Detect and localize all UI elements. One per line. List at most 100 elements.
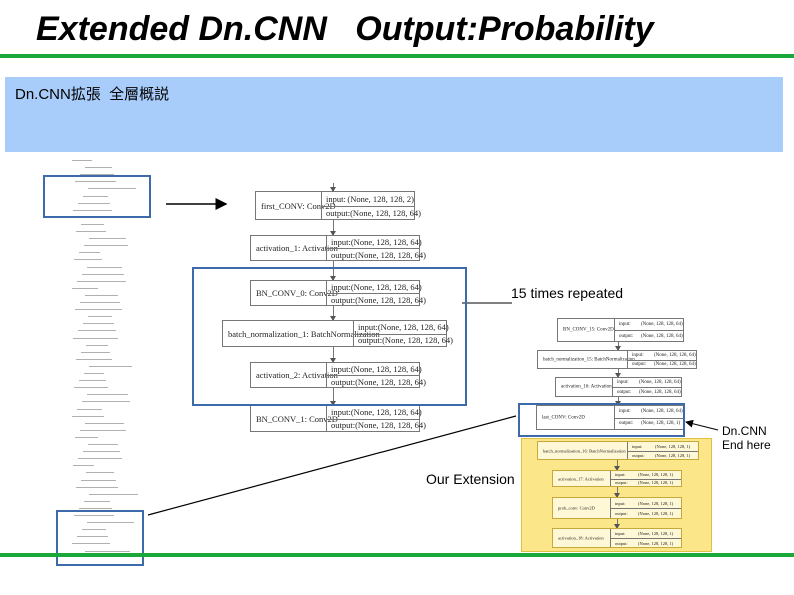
- thumbnail-layer-line: [79, 252, 100, 254]
- flow-arrow: [614, 487, 620, 498]
- thumbnail-layer-line: [78, 330, 116, 332]
- layer-name: prob_conv: Conv2D: [558, 505, 595, 511]
- thumbnail-layer-line: [83, 195, 108, 197]
- layer-node: prob_conv: Conv2D input: (None, 128, 128, …: [552, 497, 682, 519]
- thumbnail-layer-line: [89, 493, 138, 495]
- output-shape: (None, 128, 128, 64): [639, 389, 681, 395]
- thumbnail-layer-line: [84, 373, 104, 374]
- input-shape: (None, 128, 128, 64): [639, 380, 681, 385]
- output-label: output:: [326, 207, 351, 218]
- thumbnail-layer-line: [83, 323, 114, 325]
- layer-node: batch_normalization_16: BatchNormalizati…: [537, 441, 699, 460]
- thumbnail-layer-line: [73, 465, 94, 467]
- thumbnail-layer-line: [74, 387, 108, 389]
- thumbnail-layer-line: [72, 543, 110, 545]
- input-label: input:: [615, 472, 626, 478]
- input-shape: (None, 128, 128, 1): [655, 443, 691, 449]
- input-label: input:: [331, 407, 351, 418]
- output-shape: (None, 128, 128, 64): [350, 207, 421, 218]
- thumbnail-layer-line: [89, 365, 132, 367]
- input-label: input:: [331, 364, 351, 374]
- input-label: input:: [632, 352, 644, 358]
- flow-arrow: [330, 261, 336, 281]
- layer-node: batch_normalization_1: BatchNormalizatio…: [222, 320, 453, 347]
- input-shape: (None, 128, 128, 1): [638, 472, 674, 478]
- thumbnail-layer-line: [82, 273, 124, 275]
- input-label: input:: [358, 322, 378, 333]
- thumbnail-layer-line: [79, 507, 112, 509]
- input-label: input:: [331, 237, 351, 247]
- thumbnail-layer-line: [86, 344, 108, 346]
- layer-name: batch_normalization_1: BatchNormalizatio…: [228, 328, 380, 339]
- layer-name: BN_CONV_0: Conv2D: [256, 288, 338, 298]
- end-arrow: [685, 419, 719, 431]
- output-label: output:: [331, 420, 356, 431]
- layer-name: activation_16: Activation: [561, 384, 612, 390]
- input-shape: (None, 128, 128, 64): [641, 322, 683, 327]
- top-divider: [0, 54, 794, 58]
- thumbnail-layer-line: [80, 174, 114, 176]
- thumbnail-layer-line: [75, 309, 122, 311]
- flow-arrow: [330, 306, 336, 321]
- output-label: output:: [615, 540, 628, 546]
- output-shape: (None, 128, 128, 64): [355, 420, 426, 431]
- highlight-box-repeat: [192, 267, 467, 406]
- output-label: output:: [358, 335, 383, 346]
- output-label: output:: [617, 389, 632, 395]
- thumbnail-layer-line: [86, 472, 114, 474]
- layer-name: last_CONV: Conv2D: [542, 415, 585, 420]
- thumbnail-layer-line: [73, 337, 118, 339]
- output-shape: (None, 128, 128, 1): [641, 421, 681, 427]
- output-label: output:: [331, 376, 356, 387]
- thumbnail-layer-line: [85, 294, 118, 296]
- input-label: input:: [632, 443, 643, 449]
- input-shape: (None, 128, 128, 64): [350, 407, 422, 418]
- input-shape: (None, 128, 128, 64): [350, 237, 422, 247]
- thumbnail-layer-line: [72, 415, 104, 417]
- bottom-divider: [0, 553, 794, 557]
- highlight-box-end: [518, 403, 685, 437]
- output-shape: (None, 128, 128, 1): [655, 452, 691, 458]
- thumbnail-layer-line: [78, 202, 110, 204]
- output-label: output:: [619, 421, 634, 427]
- thumbnail-layer-line: [84, 500, 110, 502]
- output-label: output:: [619, 333, 634, 339]
- thumbnail-layer-line: [81, 479, 116, 481]
- thumbnail-layer-line: [75, 436, 98, 438]
- output-shape: (None, 128, 128, 1): [638, 480, 674, 486]
- output-shape: (None, 128, 128, 1): [638, 540, 674, 546]
- layer-node: batch_normalization_15: BatchNormalizati…: [537, 350, 697, 369]
- flow-arrow: [614, 519, 620, 529]
- flow-arrow: [615, 369, 621, 378]
- output-label: output:: [632, 452, 645, 458]
- thumbnail-layer-line: [72, 160, 92, 161]
- thumbnail-layer-line: [87, 394, 128, 396]
- thumbnail-layer-line: [78, 458, 122, 460]
- thumbnail-layer-line: [85, 550, 130, 552]
- output-shape: (None, 128, 128, 1): [638, 511, 674, 516]
- extension-label: Our Extension: [426, 471, 515, 487]
- thumbnail-layer-line: [75, 181, 116, 183]
- thumbnail-layer-line: [82, 529, 106, 531]
- input-shape: (None, 128, 128, 64): [377, 322, 449, 333]
- layer-name: activation_1: Activation: [256, 243, 338, 253]
- input-label: input:: [615, 500, 626, 506]
- thumbnail-layer-line: [77, 408, 102, 410]
- thumbnail-layer-line: [85, 167, 112, 169]
- output-shape: (None, 128, 128, 64): [355, 294, 426, 305]
- output-label: output:: [331, 249, 356, 260]
- output-label: output:: [331, 294, 356, 305]
- flow-arrow: [330, 347, 336, 363]
- thumbnail-layer-line: [88, 316, 112, 318]
- thumbnail-layer-line: [80, 302, 120, 303]
- thumbnail-layer-line: [72, 287, 98, 289]
- input-shape: (None, 128, 128, 2): [347, 193, 414, 204]
